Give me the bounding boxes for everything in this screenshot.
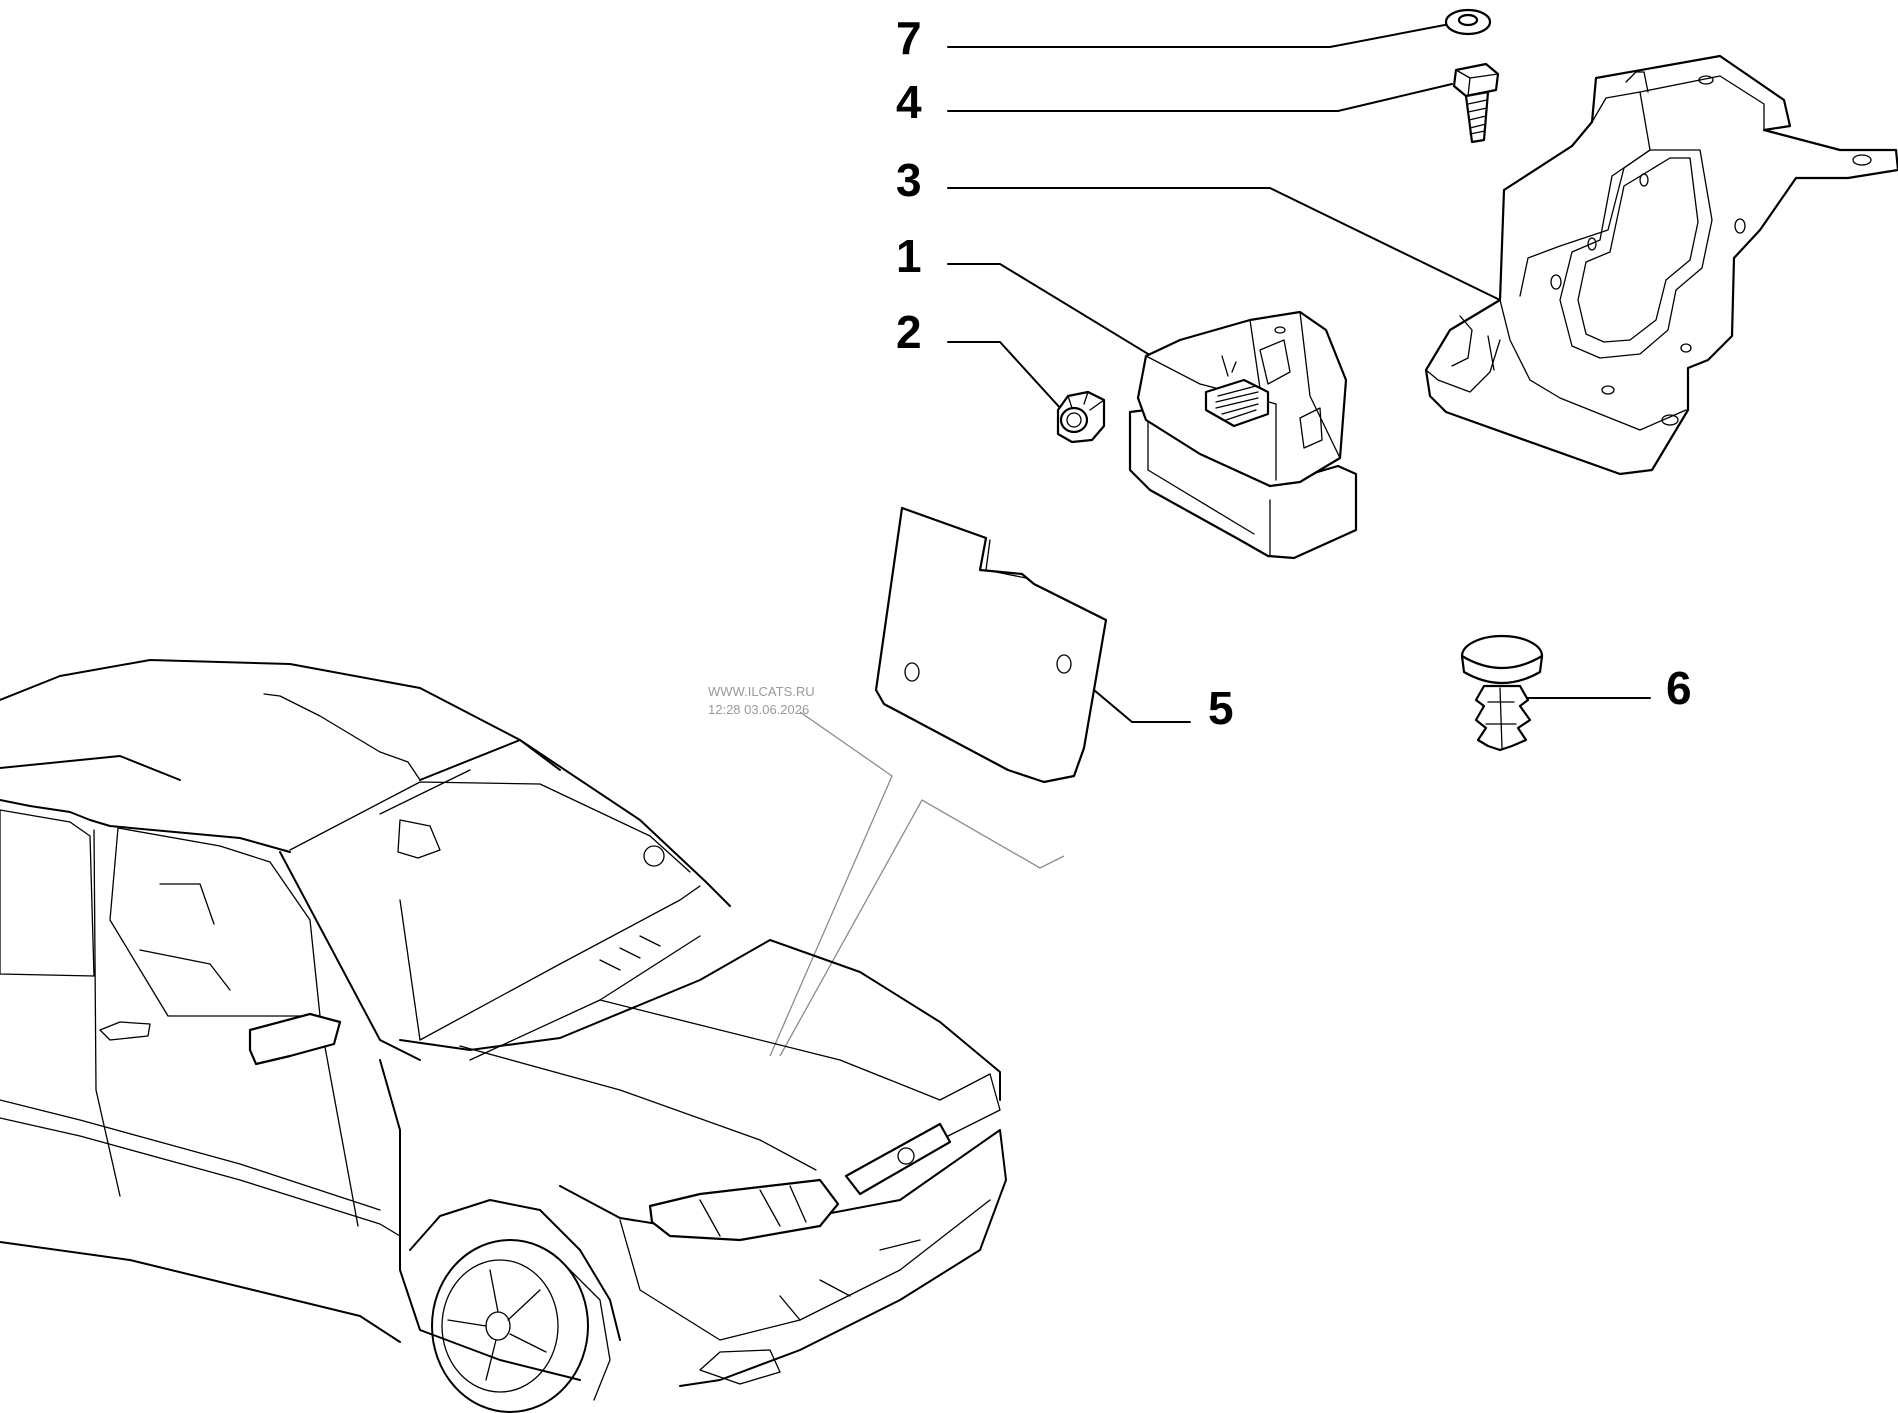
- door-handle: [99, 1021, 151, 1041]
- leader-line-1: [947, 263, 1159, 361]
- side-mirror: [248, 1012, 342, 1066]
- leader-line-4: [947, 83, 1453, 112]
- insulating-pad-part-5: [874, 506, 1108, 784]
- windshield: [419, 739, 731, 907]
- callout-label-2: 2: [896, 306, 922, 358]
- a-pillar: [279, 851, 421, 1061]
- callout-label-5: 5: [1208, 682, 1234, 734]
- leader-line-2: [947, 341, 1063, 411]
- callout-label-7: 7: [896, 12, 922, 64]
- front-emblem: [897, 1147, 915, 1165]
- bolt-part-4: [1452, 62, 1500, 144]
- car-roof: [0, 659, 561, 771]
- leader-line-7: [947, 23, 1451, 48]
- bracket-part-3: [1424, 54, 1898, 476]
- watermark-timestamp: 12:28 03.06.2026: [708, 702, 809, 717]
- callout-label-6: 6: [1666, 662, 1692, 714]
- leader-line-3: [947, 187, 1501, 301]
- car-roof-rear-edge: [0, 755, 181, 781]
- leader-lines: [947, 23, 1651, 723]
- location-pointer: [769, 711, 1065, 1057]
- watermark-site: WWW.ILCATS.RU: [708, 684, 815, 699]
- nut-part-2: [1056, 390, 1106, 444]
- headlight: [648, 1178, 840, 1242]
- control-unit-part-1: [1128, 310, 1358, 560]
- rear-side-window: [0, 809, 95, 977]
- leader-line-5: [1093, 689, 1191, 723]
- callout-label-3: 3: [896, 154, 922, 206]
- callout-label-4: 4: [896, 76, 922, 128]
- antenna: [263, 693, 421, 781]
- push-clip-part-6: [1460, 634, 1544, 752]
- callout-label-1: 1: [896, 230, 922, 282]
- front-wheel: [431, 1239, 611, 1413]
- hood: [399, 939, 1001, 1101]
- washer-part-7: [1444, 8, 1492, 36]
- watermark: WWW.ILCATS.RU 12:28 03.06.2026: [708, 684, 815, 717]
- front-side-window: [109, 827, 321, 1017]
- wiper-arm: [419, 885, 701, 1061]
- vehicle-illustration: [0, 659, 1007, 1413]
